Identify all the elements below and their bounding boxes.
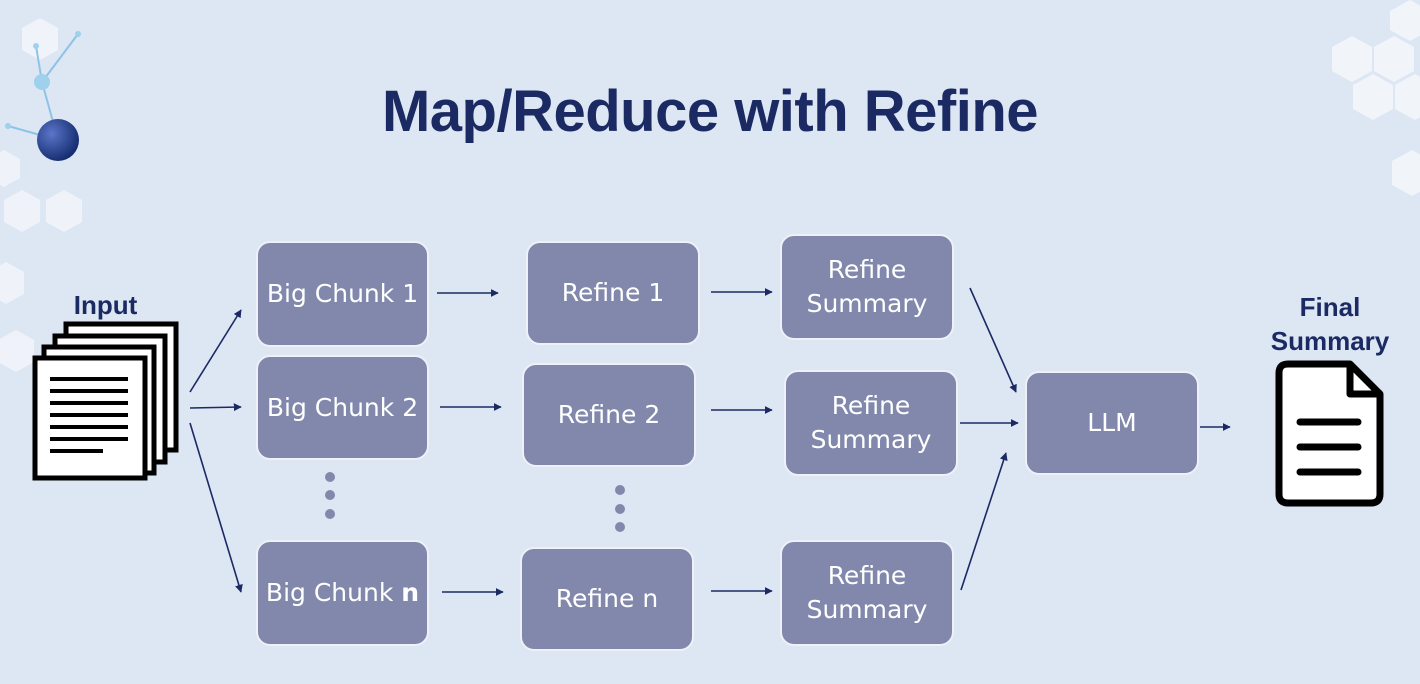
refine-summary-n-line2: Summary (806, 595, 928, 624)
page-title: Map/Reduce with Refine (381, 79, 1039, 144)
refine-summary-2-line2: Summary (810, 425, 932, 454)
big-chunk-n-label: Big Chunk n (266, 576, 419, 610)
refine-1-box: Refine 1 (526, 241, 700, 345)
big-chunk-2-label: Big Chunk 2 (266, 392, 419, 422)
big-chunk-1-box: Big Chunk 1 (256, 241, 429, 347)
input-label: Input (73, 290, 138, 320)
big-chunk-n-suffix: n (401, 578, 420, 607)
llm-label: LLM (1087, 408, 1137, 437)
final-summary-label-line1: Final (1299, 292, 1361, 322)
refine-summary-n-line1: Refine (827, 561, 907, 590)
refine-n-box: Refine n (520, 547, 694, 651)
molecule-icon (5, 31, 81, 161)
big-chunk-1-label: Big Chunk 1 (266, 279, 419, 308)
final-summary-label-line2: Summary (1270, 326, 1390, 356)
refine-summary-1-line1: Refine (827, 255, 907, 284)
refine-2-box: Refine 2 (522, 363, 696, 467)
hexagon-pattern-left (0, 18, 82, 372)
llm-box: LLM (1025, 371, 1199, 475)
final-summary-label: Final Summary (1250, 290, 1410, 358)
refine-n-label: Refine n (555, 584, 659, 613)
refine-2-label: Refine 2 (557, 400, 661, 429)
big-chunk-2-box: Big Chunk 2 (256, 355, 429, 460)
refine-summary-2-line1: Refine (831, 391, 911, 420)
hexagon-pattern-right (1332, 0, 1420, 196)
big-chunk-n-prefix: Big Chunk (265, 578, 402, 607)
refine-summary-1-line2: Summary (806, 289, 928, 318)
refine-1-label: Refine 1 (561, 278, 665, 307)
big-chunk-n-box: Big Chunk n (256, 540, 429, 646)
